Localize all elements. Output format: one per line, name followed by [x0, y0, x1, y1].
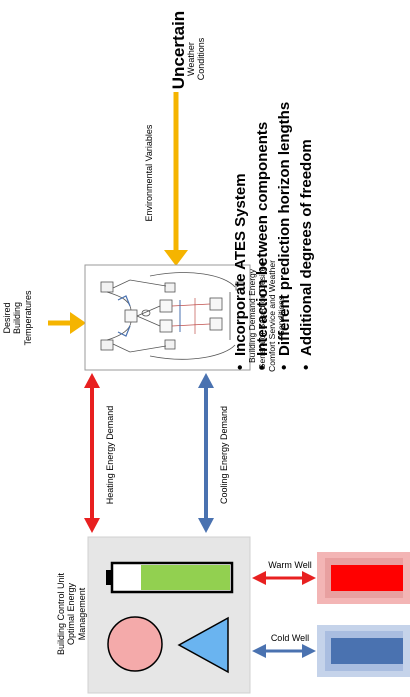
- warm-well-label: Warm Well: [268, 560, 312, 570]
- bullet-item: •Additional degrees of freedom: [298, 139, 315, 370]
- cooling-energy-demand-label: Cooling Energy Demand: [219, 405, 229, 505]
- heating-demand-arrow: [84, 373, 100, 533]
- desired-temperatures-arrow: [48, 312, 86, 334]
- bullet-item: •Incorporate ATES System: [232, 173, 249, 370]
- battery-icon: [106, 561, 234, 594]
- cold-well-label: Cold Well: [270, 633, 310, 643]
- bullet-item: •Interaction between components: [254, 121, 271, 370]
- bullet-item: •Different prediction horizon lengths: [276, 101, 293, 370]
- building-control-unit-panel: [87, 536, 251, 694]
- heating-energy-demand-label: Heating Energy Demand: [105, 405, 115, 505]
- environmental-variables-label: Environmental Variables: [144, 124, 154, 222]
- environmental-variables-arrow: [164, 92, 188, 266]
- bullet-list: •Incorporate ATES System •Interaction be…: [230, 102, 318, 370]
- warm-well-icon: [317, 552, 410, 604]
- cold-well-icon: [317, 625, 410, 677]
- circle-shape: [107, 616, 163, 672]
- triangle-shape: [177, 616, 229, 674]
- building-network-schematic: [100, 272, 245, 360]
- warm-well-arrow: [252, 571, 316, 585]
- building-control-unit-label: Building Control Unit Optimal Energy Man…: [56, 572, 87, 656]
- cold-well-arrow: [252, 644, 316, 658]
- desired-building-temperatures-label: Desired Building Temperatures: [2, 290, 33, 346]
- weather-conditions-label: Weather Conditions: [186, 37, 207, 81]
- cooling-demand-arrow: [198, 373, 214, 533]
- building-demand-generator-box: [84, 264, 251, 371]
